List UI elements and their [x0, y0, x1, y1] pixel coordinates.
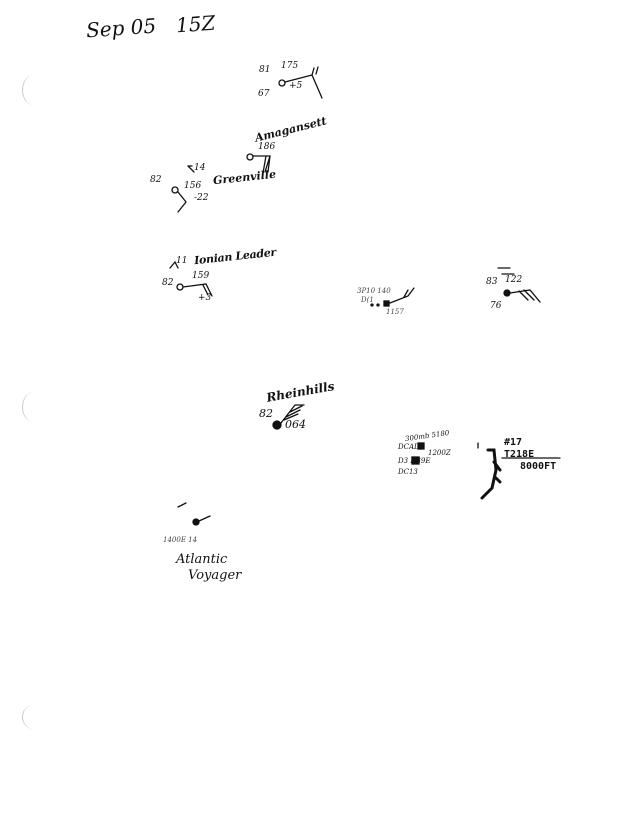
- station-greenville-tendency: -22: [194, 193, 209, 203]
- station-amagansett-pressure: 186: [258, 142, 276, 152]
- station-greenville-wind-note: 14: [194, 163, 206, 173]
- station-ionian-marks: [169, 260, 213, 297]
- station-voyager-name-2: Voyager: [188, 568, 242, 583]
- station-right-tendency: 76: [490, 301, 502, 311]
- station-cluster-line-5: DC13: [398, 468, 418, 476]
- station-greenville-pressure: 156: [184, 181, 202, 191]
- station-right-temp: 83: [486, 277, 498, 287]
- station-ionian-temp: 82: [162, 278, 174, 288]
- station-top-tendency: +5: [289, 81, 303, 91]
- station-rheinhills-pressure: 064: [285, 418, 306, 431]
- station-right-circle: [503, 289, 511, 297]
- station-aircraft-lines: [477, 442, 561, 459]
- station-right-marks: [497, 267, 541, 303]
- station-aircraft-line-2: T218E: [504, 449, 535, 460]
- station-top-wind-barb: [284, 66, 323, 99]
- station-top-circle: [278, 79, 286, 87]
- station-aircraft-mark: [480, 448, 502, 500]
- station-voyager-marks: [177, 502, 211, 522]
- punch-hole-bottom: [22, 705, 45, 729]
- station-ionian-tendency: +3: [198, 293, 212, 303]
- station-cluster-line-3: 1200Z: [428, 449, 451, 457]
- station-rheinhills-wind-barb: [280, 404, 305, 424]
- station-voyager-name-1: Atlantic: [176, 552, 228, 567]
- station-center-line-3: 1157: [386, 308, 404, 316]
- station-voyager-circle: [192, 518, 200, 526]
- station-cluster-square-1: [417, 442, 425, 450]
- station-greenville-marks: [177, 165, 195, 213]
- station-cluster-square-2: [411, 456, 420, 465]
- punch-hole-top: [22, 75, 45, 105]
- station-center-wind-barb: [389, 287, 415, 304]
- station-right-pressure: 122: [505, 275, 523, 285]
- station-top-pressure: 175: [281, 61, 299, 71]
- station-voyager-line-1: 1400E 14: [163, 536, 198, 544]
- station-top-temp: 81: [259, 65, 271, 75]
- station-amagansett-circle: [246, 153, 254, 161]
- station-center-square: [383, 300, 390, 307]
- station-aircraft-line-3: 8000FT: [520, 461, 557, 472]
- station-center-line-1: 3P10 140: [357, 287, 391, 295]
- station-cluster-line-2: DCAL: [398, 443, 419, 451]
- station-ionian-pressure: 159: [192, 271, 210, 281]
- station-amagansett-wind-barb: [252, 155, 271, 174]
- station-top-dewpoint: 67: [258, 89, 270, 99]
- station-aircraft-line-1: #17: [504, 437, 523, 448]
- station-greenville-circle: [171, 186, 179, 194]
- station-rheinhills-circle: [272, 420, 282, 430]
- station-ionian-circle: [176, 283, 184, 291]
- station-greenville-temp: 82: [150, 175, 162, 185]
- station-center-line-2: D(1: [361, 296, 374, 304]
- station-rheinhills-temp: 82: [259, 407, 273, 420]
- punch-hole-middle: [22, 392, 45, 422]
- station-ionian-wind-note: 11: [176, 256, 188, 266]
